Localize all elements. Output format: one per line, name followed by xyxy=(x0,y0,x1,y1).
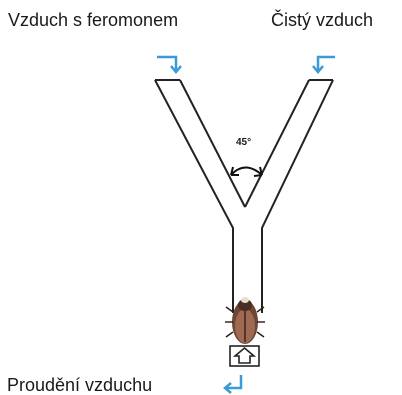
label-pheromone-air: Vzduch s feromonem xyxy=(8,10,179,30)
outlet-arrow-icon xyxy=(223,375,243,394)
label-clean-air: Čistý vzduch xyxy=(271,10,374,30)
beetle-icon xyxy=(225,297,265,344)
angle-arc-icon xyxy=(230,166,263,177)
inlet-right-arrow-icon xyxy=(312,55,335,74)
label-angle: 45° xyxy=(236,137,252,148)
label-air-flow: Proudění vzduchu xyxy=(7,375,153,395)
y-tube xyxy=(154,79,334,313)
inlet-left-arrow-icon xyxy=(157,55,182,74)
up-arrow-icon xyxy=(229,345,260,367)
